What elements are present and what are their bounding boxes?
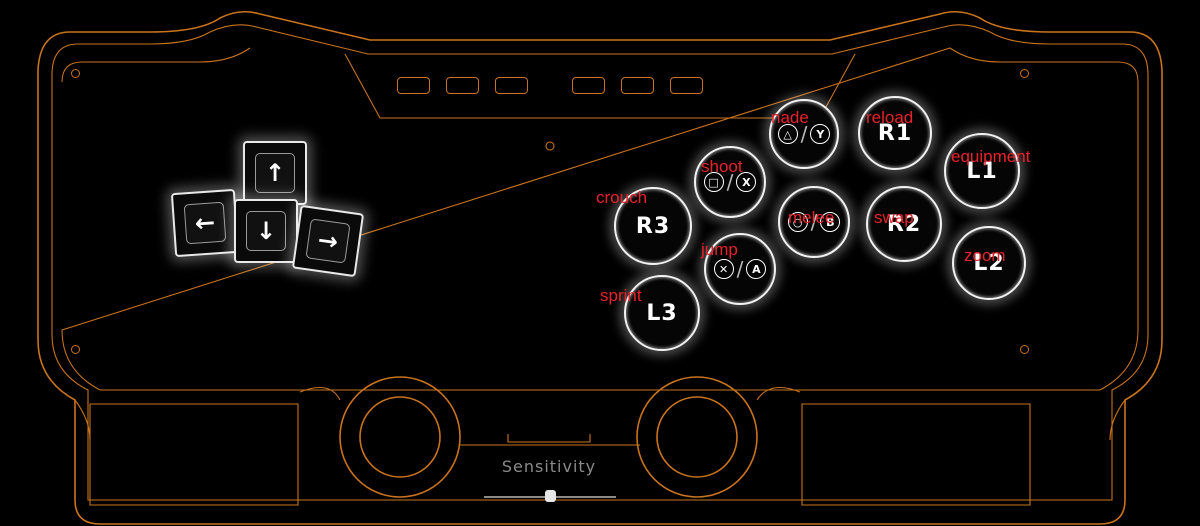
r3-button[interactable]: R3 bbox=[614, 187, 692, 265]
swap-label: swap bbox=[874, 208, 914, 227]
melee-label: melee bbox=[788, 208, 835, 227]
screw-hole bbox=[1020, 345, 1029, 354]
l1-button[interactable]: L1 bbox=[944, 133, 1020, 209]
r2-button[interactable]: R2 bbox=[866, 186, 942, 262]
shoot-button[interactable]: □ / X bbox=[694, 146, 766, 218]
function-button[interactable] bbox=[621, 77, 654, 94]
function-button[interactable] bbox=[446, 77, 479, 94]
sprint-label: sprint bbox=[600, 286, 642, 305]
a-icon: A bbox=[746, 259, 767, 279]
nade-button[interactable]: △ / Y bbox=[769, 99, 839, 169]
r1-button[interactable]: R1 bbox=[858, 96, 932, 170]
sensitivity-slider-thumb[interactable] bbox=[544, 490, 556, 502]
l2-button[interactable]: L2 bbox=[952, 226, 1026, 300]
circle-icon: ○ bbox=[787, 212, 808, 232]
screw-hole bbox=[71, 345, 80, 354]
function-button[interactable] bbox=[495, 77, 528, 94]
equipment-label: equipment bbox=[951, 147, 1031, 166]
jump-label: jump bbox=[701, 240, 738, 259]
l3-button[interactable]: L3 bbox=[624, 275, 700, 351]
dpad-up-key[interactable]: ↑ bbox=[243, 141, 307, 205]
arrow-right-icon: → bbox=[316, 225, 340, 257]
triangle-icon: △ bbox=[777, 124, 798, 144]
arrow-down-icon: ↓ bbox=[255, 217, 277, 245]
arrow-up-icon: ↑ bbox=[264, 159, 286, 187]
shoot-label: shoot bbox=[701, 157, 743, 176]
dpad-right-key[interactable]: → bbox=[291, 204, 365, 278]
dpad-left-key[interactable]: ← bbox=[170, 188, 240, 258]
sensitivity-label: Sensitivity bbox=[501, 457, 597, 476]
jump-button[interactable]: ✕ / A bbox=[704, 233, 776, 305]
arrow-left-icon: ← bbox=[193, 208, 216, 238]
screw-hole bbox=[71, 69, 80, 78]
cross-icon: ✕ bbox=[713, 259, 734, 279]
nade-label: nade bbox=[771, 108, 809, 127]
function-button[interactable] bbox=[670, 77, 703, 94]
zoom-label: zoom bbox=[964, 246, 1006, 265]
y-icon: Y bbox=[810, 124, 831, 144]
function-button[interactable] bbox=[397, 77, 430, 94]
function-button[interactable] bbox=[572, 77, 605, 94]
reload-label: reload bbox=[866, 108, 914, 127]
dpad-down-key[interactable]: ↓ bbox=[234, 199, 298, 263]
b-icon: B bbox=[820, 212, 841, 232]
square-icon: □ bbox=[703, 172, 724, 192]
x-icon: X bbox=[736, 172, 757, 192]
screw-hole bbox=[1020, 69, 1029, 78]
melee-button[interactable]: ○ / B bbox=[778, 186, 850, 258]
crouch-label: crouch bbox=[596, 188, 648, 207]
